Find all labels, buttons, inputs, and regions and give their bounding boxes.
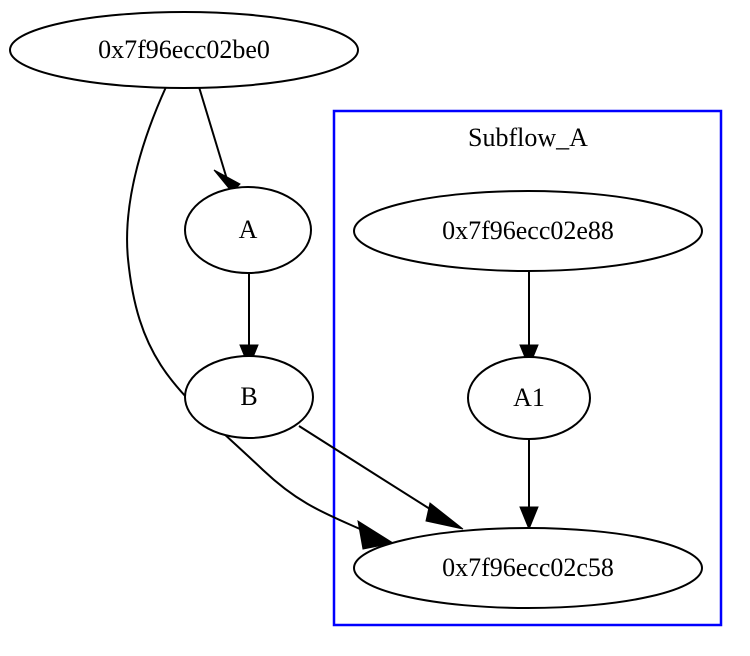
nodes-layer: 0x7f96ecc02be0 A B 0x7f96ecc02e88 A1 0x7 bbox=[9, 11, 703, 609]
edge-B-to-c58[interactable] bbox=[298, 425, 464, 530]
node-e88[interactable]: 0x7f96ecc02e88 bbox=[353, 190, 703, 272]
node-shape bbox=[184, 355, 314, 439]
node-a1[interactable]: A1 bbox=[467, 356, 591, 440]
arrowhead-icon bbox=[357, 519, 395, 550]
node-shape bbox=[353, 527, 703, 609]
node-label: 0x7f96ecc02c58 bbox=[442, 553, 614, 582]
edge-line bbox=[198, 86, 230, 187]
node-c58[interactable]: 0x7f96ecc02c58 bbox=[353, 527, 703, 609]
cluster-border-rect bbox=[332, 109, 723, 627]
edge-line bbox=[298, 425, 442, 517]
node-shape bbox=[9, 11, 359, 89]
cluster-subflow-a[interactable]: Subflow_A bbox=[332, 109, 723, 627]
edge-A-to-B[interactable] bbox=[239, 273, 259, 369]
node-shape bbox=[467, 356, 591, 440]
edge-line bbox=[126, 86, 372, 535]
node-a[interactable]: A bbox=[184, 186, 312, 274]
node-label: 0x7f96ecc02e88 bbox=[442, 216, 614, 245]
node-label: A1 bbox=[513, 383, 545, 412]
node-shape bbox=[353, 190, 703, 272]
node-label: A bbox=[239, 215, 258, 244]
arrowhead-icon bbox=[519, 506, 539, 531]
edge-be0-to-c58[interactable] bbox=[126, 86, 395, 550]
cluster-label: Subflow_A bbox=[468, 123, 588, 152]
node-label: B bbox=[240, 382, 257, 411]
arrowhead-icon bbox=[425, 502, 464, 530]
edge-be0-to-A[interactable] bbox=[198, 86, 241, 193]
edge-e88-to-A1[interactable] bbox=[519, 271, 539, 369]
node-be0[interactable]: 0x7f96ecc02be0 bbox=[9, 11, 359, 89]
node-b[interactable]: B bbox=[184, 355, 314, 439]
edges-layer bbox=[126, 86, 539, 550]
node-label: 0x7f96ecc02be0 bbox=[98, 35, 270, 64]
node-shape bbox=[184, 186, 312, 274]
edge-A1-to-c58[interactable] bbox=[519, 439, 539, 531]
